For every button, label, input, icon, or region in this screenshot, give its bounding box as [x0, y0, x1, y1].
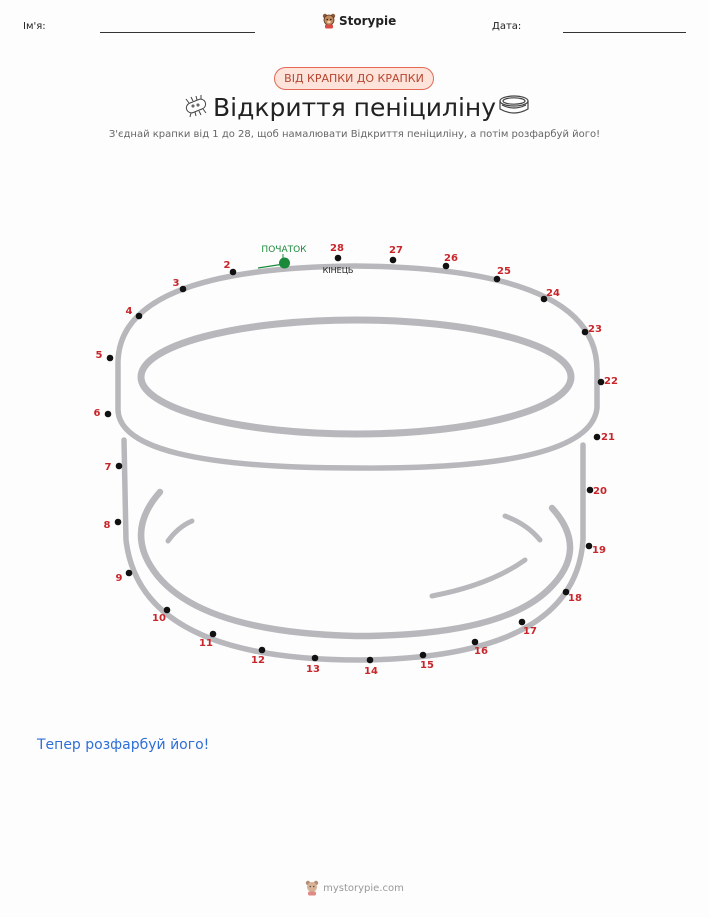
dot-26[interactable]	[442, 262, 450, 270]
dot-number-27: 27	[389, 245, 403, 256]
dot-19[interactable]	[585, 542, 593, 550]
dot-number-20: 20	[593, 486, 607, 497]
dot-12[interactable]	[258, 646, 266, 654]
dot-number-14: 14	[364, 666, 378, 677]
activity-badge: ВІД КРАПКИ ДО КРАПКИ	[274, 67, 434, 90]
dot-number-7: 7	[105, 462, 112, 473]
page-title: Відкриття пеніциліну	[212, 93, 497, 122]
dot-17[interactable]	[518, 618, 526, 626]
dot-number-28: 28	[330, 243, 344, 254]
dot-number-5: 5	[96, 350, 103, 361]
dot-3[interactable]	[179, 285, 187, 293]
dot-number-18: 18	[568, 593, 582, 604]
dot-number-15: 15	[420, 660, 434, 671]
dot-number-8: 8	[104, 520, 111, 531]
petri-dish-outline	[115, 263, 600, 663]
dot-number-2: 2	[224, 260, 231, 271]
dot-number-23: 23	[588, 324, 602, 335]
end-label: КІНЕЦЬ	[323, 266, 354, 275]
dot-24[interactable]	[540, 295, 548, 303]
dot-13[interactable]	[311, 654, 319, 662]
dot-number-21: 21	[601, 432, 615, 443]
brand-name: Storypie	[339, 14, 397, 28]
dot-15[interactable]	[419, 651, 427, 659]
dot-number-9: 9	[116, 573, 123, 584]
bear-icon	[322, 13, 336, 29]
dot-22[interactable]	[597, 378, 605, 386]
dot-18[interactable]	[562, 588, 570, 596]
petri-dish-icon	[499, 95, 529, 114]
dot-16[interactable]	[471, 638, 479, 646]
dot-7[interactable]	[115, 462, 123, 470]
dot-21[interactable]	[593, 433, 601, 441]
footer: mystorypie.com	[0, 880, 709, 896]
dot-number-19: 19	[592, 545, 606, 556]
date-label: Дата:	[492, 21, 522, 32]
dot-23[interactable]	[581, 328, 589, 336]
dot-number-3: 3	[173, 278, 180, 289]
bear-icon	[305, 880, 319, 896]
dot-number-17: 17	[523, 626, 537, 637]
dot-14[interactable]	[366, 656, 374, 664]
dot-5[interactable]	[106, 354, 114, 362]
dot-20[interactable]	[586, 486, 594, 494]
dot-number-4: 4	[126, 306, 133, 317]
dot-25[interactable]	[493, 275, 501, 283]
start-dot[interactable]	[279, 257, 290, 269]
dot-11[interactable]	[209, 630, 217, 638]
storypie-logo: Storypie	[322, 13, 396, 29]
dot-number-22: 22	[604, 376, 618, 387]
start-label: ПОЧАТОК	[261, 245, 307, 255]
dot-9[interactable]	[125, 569, 133, 577]
dot-27[interactable]	[389, 256, 397, 264]
dot-6[interactable]	[104, 410, 112, 418]
instructions: З'єднай крапки від 1 до 28, щоб намалюва…	[108, 129, 601, 140]
color-prompt: Тепер розфарбуй його!	[37, 737, 210, 753]
dot-number-10: 10	[152, 613, 166, 624]
dot-number-25: 25	[497, 266, 511, 277]
dot-number-24: 24	[546, 288, 560, 299]
name-label: Ім'я:	[23, 21, 46, 32]
dot-number-26: 26	[444, 253, 458, 264]
start-marker: ПОЧАТОК	[257, 245, 307, 269]
dot-number-11: 11	[199, 638, 213, 649]
dot-4[interactable]	[135, 312, 143, 320]
dot-10[interactable]	[163, 606, 171, 614]
dot-28[interactable]	[334, 254, 342, 262]
dot-number-16: 16	[474, 646, 488, 657]
dot-2[interactable]	[229, 268, 237, 276]
dot-number-12: 12	[251, 655, 265, 666]
dot-number-13: 13	[306, 664, 320, 675]
footer-url: mystorypie.com	[323, 882, 404, 894]
bacteria-icon	[185, 95, 207, 118]
dot-number-6: 6	[94, 408, 101, 419]
date-line[interactable]	[563, 32, 686, 33]
name-line[interactable]	[100, 32, 255, 33]
dot-8[interactable]	[114, 518, 122, 526]
